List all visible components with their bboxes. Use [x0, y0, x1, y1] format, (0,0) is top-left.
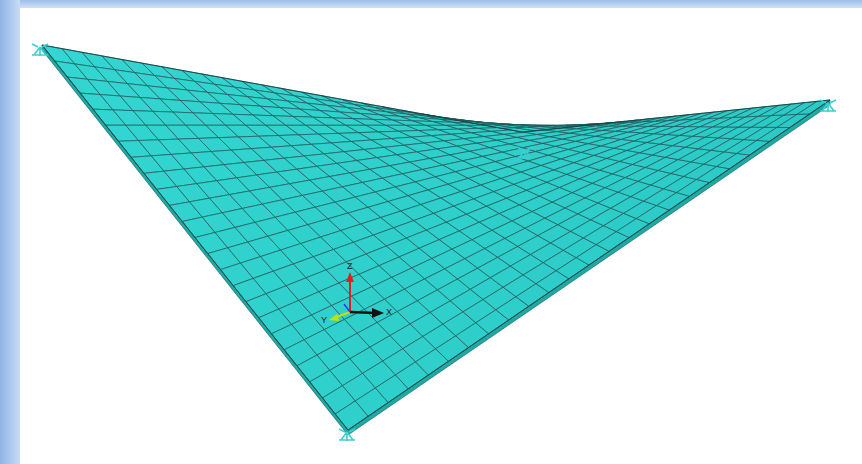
hypar-shell-mesh [42, 45, 830, 435]
shell-outline [42, 45, 830, 430]
support-symbol [820, 100, 836, 112]
axis-label: X [386, 308, 392, 317]
support-symbol [517, 147, 533, 159]
frame-side-band [0, 0, 20, 464]
frame-top-band [0, 0, 862, 8]
support-symbol [339, 429, 355, 441]
axis-label: Y [321, 316, 327, 325]
shell-thickness [42, 45, 830, 435]
axis-label: Z [347, 262, 353, 271]
axis-triad [329, 272, 384, 321]
support-symbol [32, 44, 48, 56]
support-symbols [32, 44, 836, 441]
